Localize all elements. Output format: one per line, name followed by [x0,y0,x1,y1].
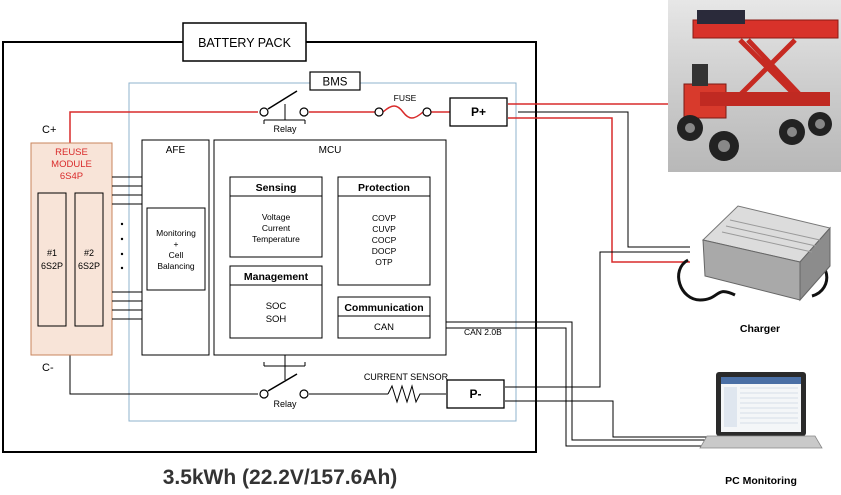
c-plus-label: C+ [42,124,56,136]
cell-group-1-number: #1 [47,248,57,258]
relay-bottom-contact-right [299,389,309,399]
p-minus-label: P- [470,387,482,401]
cell-group-2-number: #2 [84,248,94,258]
bms-title-box [309,71,361,91]
battery-pack-title: BATTERY PACK [198,36,292,50]
management-box [229,265,323,339]
sensing-box [229,176,323,258]
relay-top-switch [267,90,298,110]
fuse-contact-right [422,107,432,117]
sensing-item-voltage: Voltage [262,212,291,222]
cell-group-1 [37,192,67,327]
reuse-module [30,142,113,356]
relay-top-contact-right [299,107,309,117]
fuse-label: FUSE [394,93,417,103]
communication-box [337,296,431,339]
cell-group-1-config: 6S2P [41,261,63,271]
sensing-item-current: Current [262,223,291,233]
relay-top-coil [263,104,306,124]
sense-wires [112,176,142,320]
p-plus-terminal [449,97,508,127]
afe-plus: + [174,239,179,249]
relay-bottom-coil [263,355,306,380]
afe-balancing: Balancing [157,261,195,271]
p-minus-terminal [446,379,505,409]
protection-title: Protection [358,182,410,194]
pack-capacity-caption: 3.5kWh (22.2V/157.6Ah) [163,466,398,489]
reuse-module-line3: 6S4P [60,171,83,182]
fuse-contact-left [374,107,384,117]
sense-wire-ellipsis [120,222,124,270]
protection-item-cocp: COCP [372,235,397,245]
protection-item-otp: OTP [375,257,393,267]
communication-item-can: CAN [374,322,394,333]
charger-image [677,205,831,302]
sensing-item-temperature: Temperature [252,234,300,244]
reuse-module-line2: MODULE [51,159,92,170]
protection-item-docp: DOCP [372,246,397,256]
protection-item-cuvp: CUVP [372,224,396,234]
management-item-soh: SOH [266,314,287,325]
reuse-module-line1: REUSE [55,147,88,158]
protection-item-covp: COVP [372,213,396,223]
relay-bottom-switch [267,373,298,392]
positive-path [69,103,690,263]
relay-top-contact-left [259,107,269,117]
relay-bottom-contact-left [259,389,269,399]
cell-group-2 [74,192,104,327]
cell-group-2-config: 6S2P [78,261,100,271]
p-plus-label: P+ [471,105,486,119]
protection-box [337,176,431,286]
charger-label: Charger [740,323,780,335]
communication-title: Communication [344,302,423,314]
can-label: CAN 2.0B [464,327,502,337]
afe-cell: Cell [169,250,184,260]
c-minus-label: C- [42,362,54,374]
mcu-title: MCU [319,145,342,156]
vehicle-image [668,0,841,172]
battery-pack-title-box [182,22,307,62]
bms-title: BMS [323,77,348,89]
relay-bottom-label: Relay [273,399,297,409]
laptop-image [699,372,823,449]
management-title: Management [244,271,309,283]
sensing-title: Sensing [256,182,297,194]
current-sensor-label: CURRENT SENSOR [364,372,449,382]
relay-top-label: Relay [273,124,297,134]
afe-title: AFE [166,145,186,156]
management-item-soc: SOC [266,301,287,312]
afe-function-box [146,207,206,291]
negative-path [69,111,715,447]
pc-monitoring-label: PC Monitoring [725,475,797,487]
afe-monitoring: Monitoring [156,228,196,238]
